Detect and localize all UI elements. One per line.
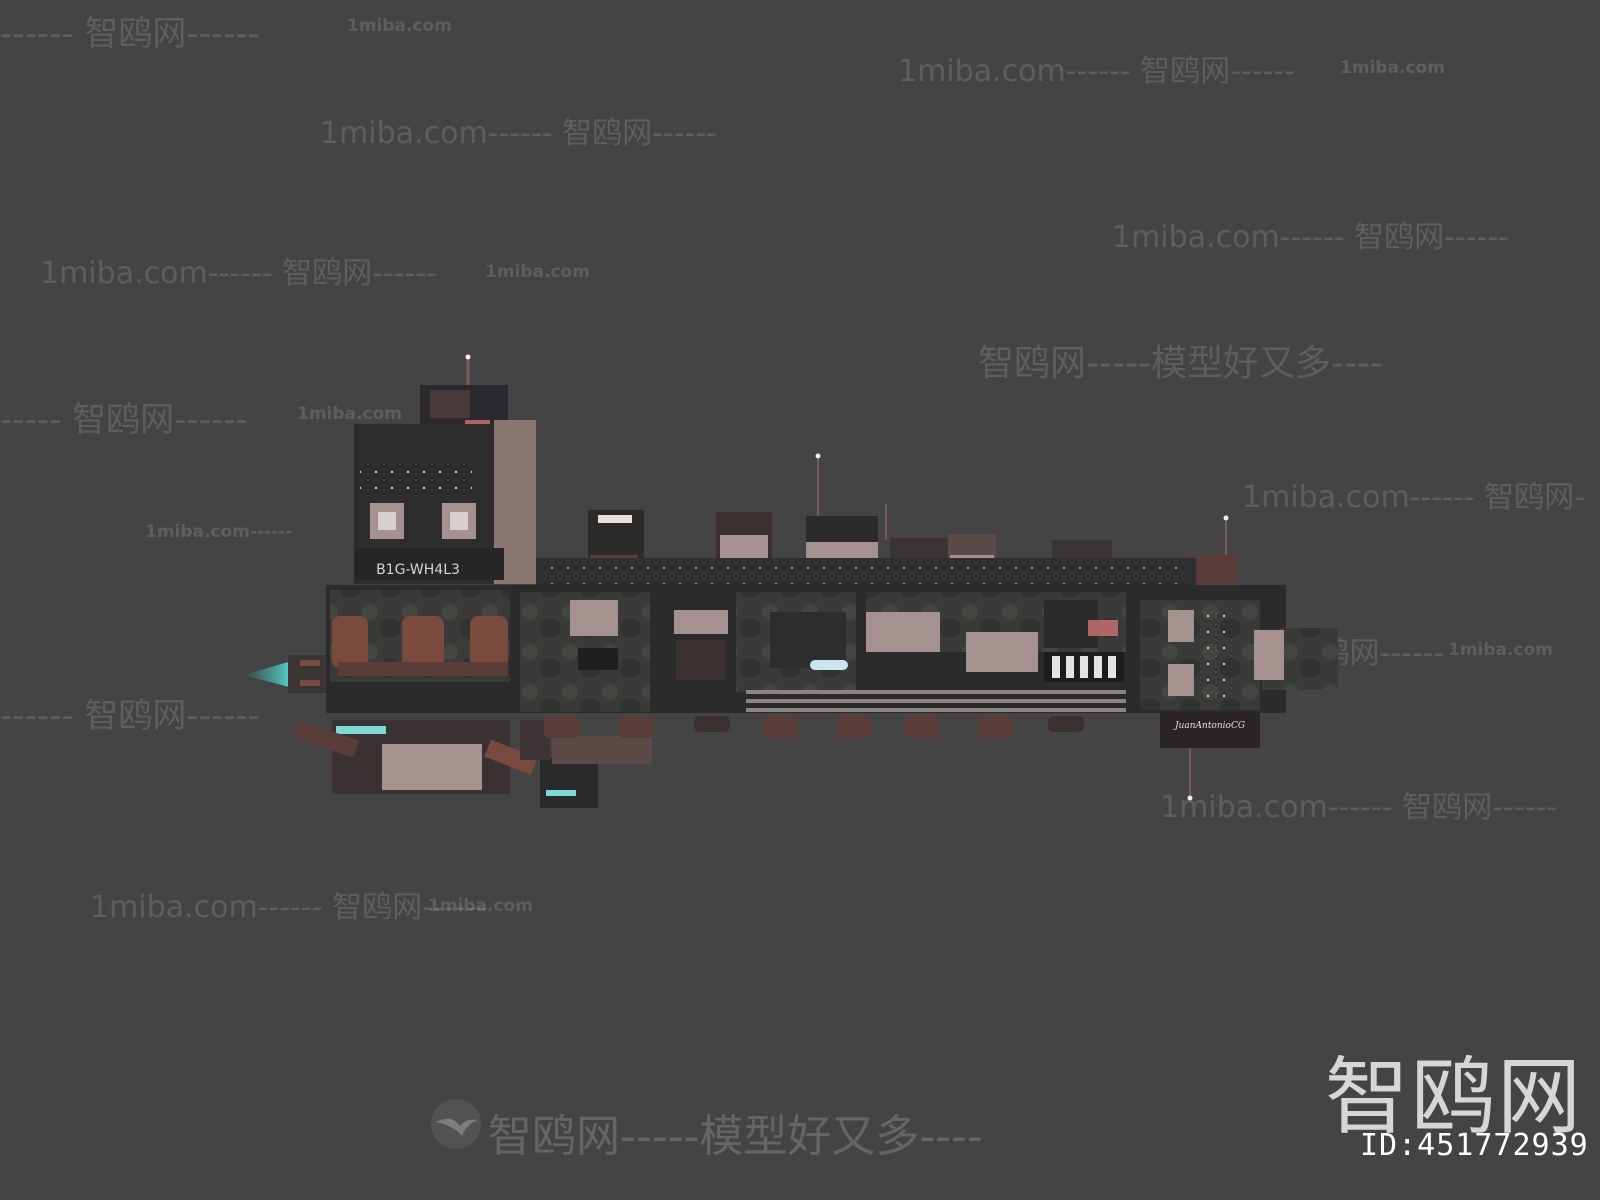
watermark-row: 1miba.com------ 智鸥网------ [898,54,1296,89]
watermark-site: 1miba.com [347,16,452,36]
watermark-site: 1miba.com [1448,640,1553,660]
command-tower [354,354,536,584]
watermark-row: 1miba.com------ 智鸥网------ [320,116,718,151]
watermark-row: ----- 智鸥网------ [0,400,248,440]
brand-logo: 智鸥网 [1325,1048,1584,1146]
id-label: ID:451772939 [1360,1128,1589,1163]
watermark-row: 1miba.com------ 智鸥网------ [1160,790,1558,825]
top-modules [536,453,1238,595]
watermark-row: ------ 智鸥网------ [0,696,261,736]
watermark-site: 1miba.com [1340,58,1445,78]
watermark-row: 1miba.com------ 智鸥网- [1242,480,1585,515]
watermark-slogan: 智鸥网-----模型好又多---- [978,343,1383,384]
footer-slogan: 智鸥网-----模型好又多---- [488,1111,983,1162]
watermark-row: 1miba.com------ [145,522,293,542]
watermark-row: 1miba.com------ 智鸥网------ [40,256,438,291]
watermark-row: 1miba.com------ 智鸥网------ [90,890,488,925]
main-hull [326,585,1338,801]
bird-logo-icon [431,1099,481,1149]
watermark-row: ------ 智鸥网------ [0,14,261,54]
watermark-row: 1miba.com------ 智鸥网------ [1112,220,1510,255]
hull-label: B1G-WH4L3 [376,562,460,578]
model-signature: JuanAntonioCG [1173,721,1245,731]
watermark-site: 1miba.com [297,404,402,424]
watermark-site: 1miba.com [428,896,533,916]
watermark-site: 1miba.com [485,262,590,282]
hull-bumps [544,716,1084,738]
engine-thruster [244,655,328,693]
lower-bay [292,720,652,808]
